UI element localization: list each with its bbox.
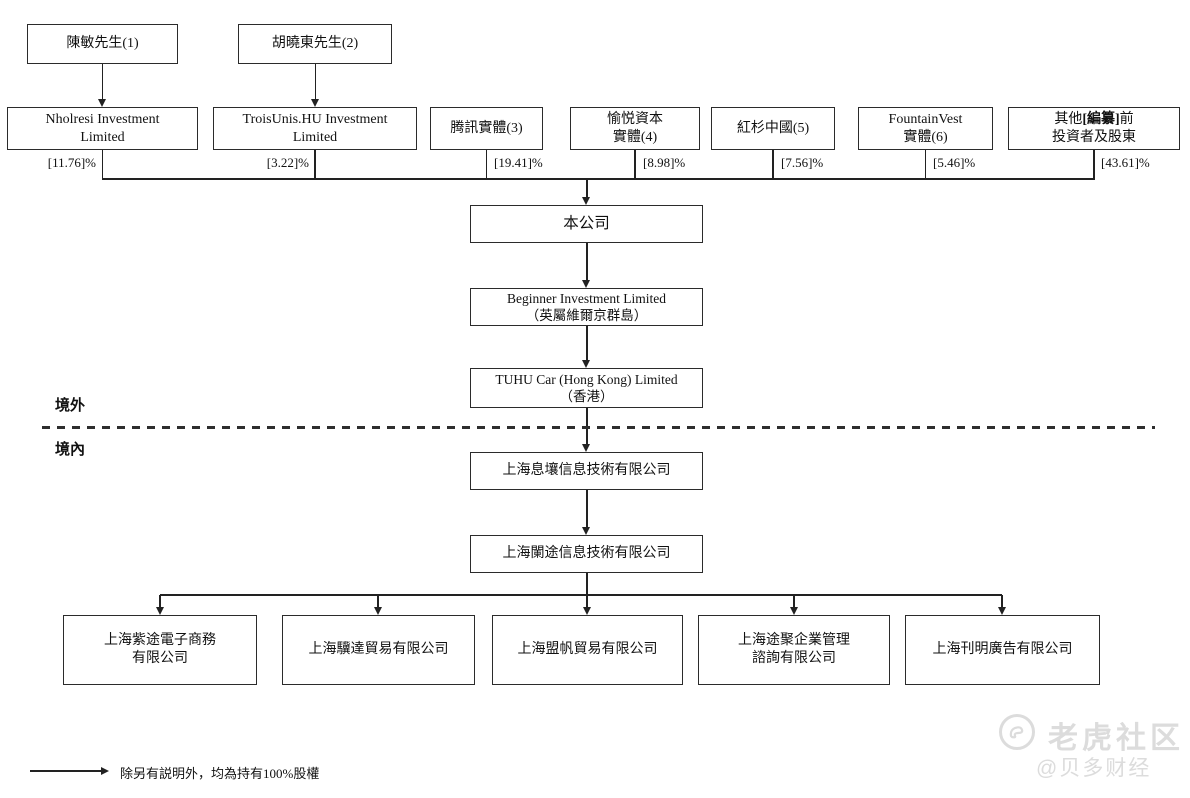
- shareholder-box-fountainvest: FountainVest 實體(6): [858, 107, 993, 150]
- connector-line: [586, 179, 588, 198]
- shareholder-box-joy-capital: 愉悦資本 實體(4): [570, 107, 700, 150]
- connector-line: [586, 326, 588, 361]
- region-label-onshore: 境內: [55, 442, 86, 458]
- ownership-pct-label: [8.98]%: [643, 155, 686, 170]
- ownership-pct-label: [43.61]%: [1101, 155, 1150, 170]
- connector-line: [314, 150, 316, 178]
- company-box: 本公司: [470, 205, 703, 243]
- arrow-right-icon: [101, 766, 109, 775]
- ownership-pct-label: [7.56]%: [781, 155, 824, 170]
- connector-line: [314, 64, 316, 99]
- watermark-brand: 老虎社区: [1048, 722, 1184, 755]
- arrow-down-icon: [582, 280, 590, 288]
- arrow-down-icon: [155, 607, 164, 615]
- region-label-offshore: 境外: [55, 398, 86, 414]
- connector-line: [634, 150, 636, 178]
- arrow-down-icon: [582, 197, 590, 205]
- arrow-down-icon: [582, 360, 590, 368]
- subsidiary-box-beginner-investment: Beginner Investment Limited （英屬維爾京群島）: [470, 288, 703, 326]
- connector-line: [377, 595, 379, 608]
- ownership-pct-label: [3.22]%: [266, 155, 309, 170]
- bus-line: [102, 178, 1095, 180]
- arrow-down-icon: [310, 99, 319, 107]
- subsidiary-box-kanming: 上海刊明廣告有限公司: [905, 615, 1100, 685]
- connector-line: [586, 243, 588, 281]
- shareholder-label-line1: 其他[編纂]前: [1054, 111, 1133, 129]
- subsidiary-box-xirang: 上海息壤信息技術有限公司: [470, 452, 703, 490]
- founder-box-hu-xiaodong: 胡曉東先生(2): [238, 24, 392, 64]
- legend-note: 除另有説明外，均為持有100%股權: [120, 766, 320, 781]
- subsidiary-box-lantu: 上海闌途信息技術有限公司: [470, 535, 703, 573]
- arrow-down-icon: [97, 99, 106, 107]
- redacted-label: [編纂]: [1082, 111, 1120, 127]
- arrow-down-icon: [582, 607, 591, 615]
- ownership-pct-label: [11.76]%: [47, 155, 96, 170]
- label-text: 其他: [1054, 111, 1083, 127]
- connector-line: [101, 64, 103, 99]
- connector-line: [485, 150, 488, 178]
- shareholder-box-tencent: 腾訊實體(3): [430, 107, 543, 150]
- arrow-down-icon: [582, 444, 590, 452]
- connector-line: [586, 595, 588, 608]
- shareholder-box-nholresi: Nholresi Investment Limited: [7, 107, 198, 150]
- shareholder-box-sequoia: 紅杉中國(5): [711, 107, 835, 150]
- connector-line: [924, 150, 927, 178]
- subsidiary-box-tuhu-hk: TUHU Car (Hong Kong) Limited （香港）: [470, 368, 703, 408]
- founder-box-chen-min: 陳敏先生(1): [27, 24, 178, 64]
- splitter-line: [160, 594, 1002, 596]
- shareholder-label-line2: 投資者及股東: [1052, 129, 1136, 145]
- arrow-down-icon: [789, 607, 798, 615]
- tiger-face-glyph: [1009, 726, 1024, 739]
- connector-line: [101, 150, 104, 178]
- ownership-pct-label: [19.41]%: [494, 155, 543, 170]
- arrow-down-icon: [997, 607, 1006, 615]
- subsidiary-box-zitu: 上海紫途電子商務 有限公司: [63, 615, 257, 685]
- shareholder-box-troisunis: TroisUnis.HU Investment Limited: [213, 107, 417, 150]
- connector-line: [793, 595, 795, 608]
- legend-arrow-line: [30, 770, 101, 772]
- offshore-onshore-divider: [42, 426, 1155, 429]
- subsidiary-box-jida: 上海驥達貿易有限公司: [282, 615, 475, 685]
- connector-line: [586, 490, 588, 528]
- ownership-pct-label: [5.46]%: [933, 155, 976, 170]
- connector-line: [772, 150, 774, 178]
- subsidiary-box-tuju: 上海途聚企業管理 諮詢有限公司: [698, 615, 890, 685]
- arrow-down-icon: [582, 527, 590, 535]
- connector-line: [1093, 150, 1095, 178]
- tiger-logo-icon: [999, 714, 1035, 750]
- label-text: 前: [1119, 111, 1134, 127]
- arrow-down-icon: [373, 607, 382, 615]
- connector-line: [586, 573, 588, 595]
- connector-line: [159, 595, 161, 608]
- subsidiary-box-mengfan: 上海盟帆貿易有限公司: [492, 615, 683, 685]
- connector-line: [1001, 595, 1003, 608]
- shareholder-box-other-investors: 其他[編纂]前 投資者及股東: [1008, 107, 1180, 150]
- watermark-handle: @贝多财经: [1036, 757, 1152, 780]
